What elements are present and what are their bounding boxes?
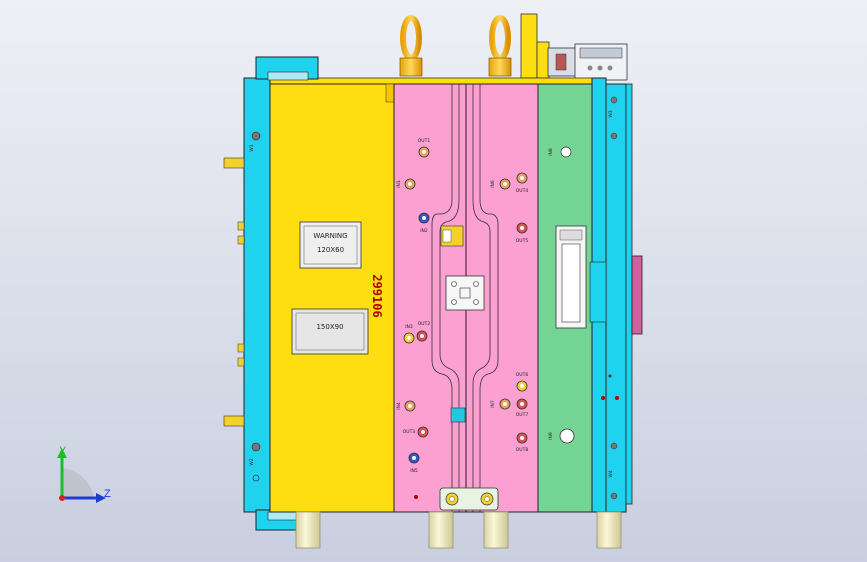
label-out5: OUT5 [516,238,529,244]
fitting-out7 [516,398,528,410]
label-in3: IN3 [405,324,413,330]
fitting-out5 [516,222,528,234]
fitting-in7 [499,398,511,410]
parting-channels [431,84,499,512]
label-out3: OUT3 [403,429,416,435]
label-in4: IN4 [396,402,402,410]
fitting-out3 [417,426,429,438]
bottom-guide-block [439,487,499,511]
fitting-out8 [516,432,528,444]
label-w1: W1 [249,144,255,151]
label-out2: OUT2 [418,321,431,327]
label-in8: IN8 [548,148,554,156]
green-plate [537,83,593,513]
warning-title: WARNING [313,232,347,240]
top-bar-short [536,41,550,79]
label-w3: W3 [608,110,614,117]
label-out8: OUT8 [516,447,529,453]
label-in6: IN6 [490,180,496,188]
fitting-out4 [516,172,528,184]
label-w4: W4 [608,470,614,477]
right-clamp-plate [589,77,643,513]
label-in9: IN9 [548,432,554,440]
support-rods [295,511,622,549]
lifting-eye-bolt-left [399,15,423,77]
mold-number: 299106 [370,274,384,317]
label-w2: W2 [249,458,255,465]
pin-mark [414,495,418,499]
z-axis-label: Z [104,488,111,500]
label-out4: OUT4 [516,188,529,194]
fitting-in4 [404,400,416,412]
label-in2: IN2 [420,228,428,234]
fitting-in3 [403,332,415,344]
fitting-out1 [418,146,430,158]
label-out7: OUT7 [516,412,529,418]
center-guide-block [445,275,485,311]
axis-triad: Y Z [57,445,111,503]
fitting-in1 [404,178,416,190]
yellow-clamp-plate [269,83,395,513]
fitting-in6 [499,178,511,190]
lock-block-lower [450,407,466,423]
y-axis-label: Y [59,445,67,457]
label-out6: OUT6 [516,372,529,378]
label-in7: IN7 [490,400,496,408]
nameplate-size: 150X90 [316,323,343,331]
fitting-in5 [408,452,420,464]
top-bar-tall [520,13,538,79]
fitting-in2 [418,212,430,224]
fitting-out6 [516,380,528,392]
nameplate: 150X90 [291,308,369,355]
label-in5: IN5 [410,468,418,474]
label-in1: IN1 [396,180,402,188]
hot-runner-connector [547,43,628,81]
warning-size: 120X60 [317,246,344,254]
label-out1: OUT1 [418,138,431,144]
lock-block-upper-inner [442,229,452,243]
lifting-eye-bolt-right [488,15,512,77]
fitting-out2 [416,330,428,342]
warning-plate: WARNING 120X60 [299,221,362,269]
